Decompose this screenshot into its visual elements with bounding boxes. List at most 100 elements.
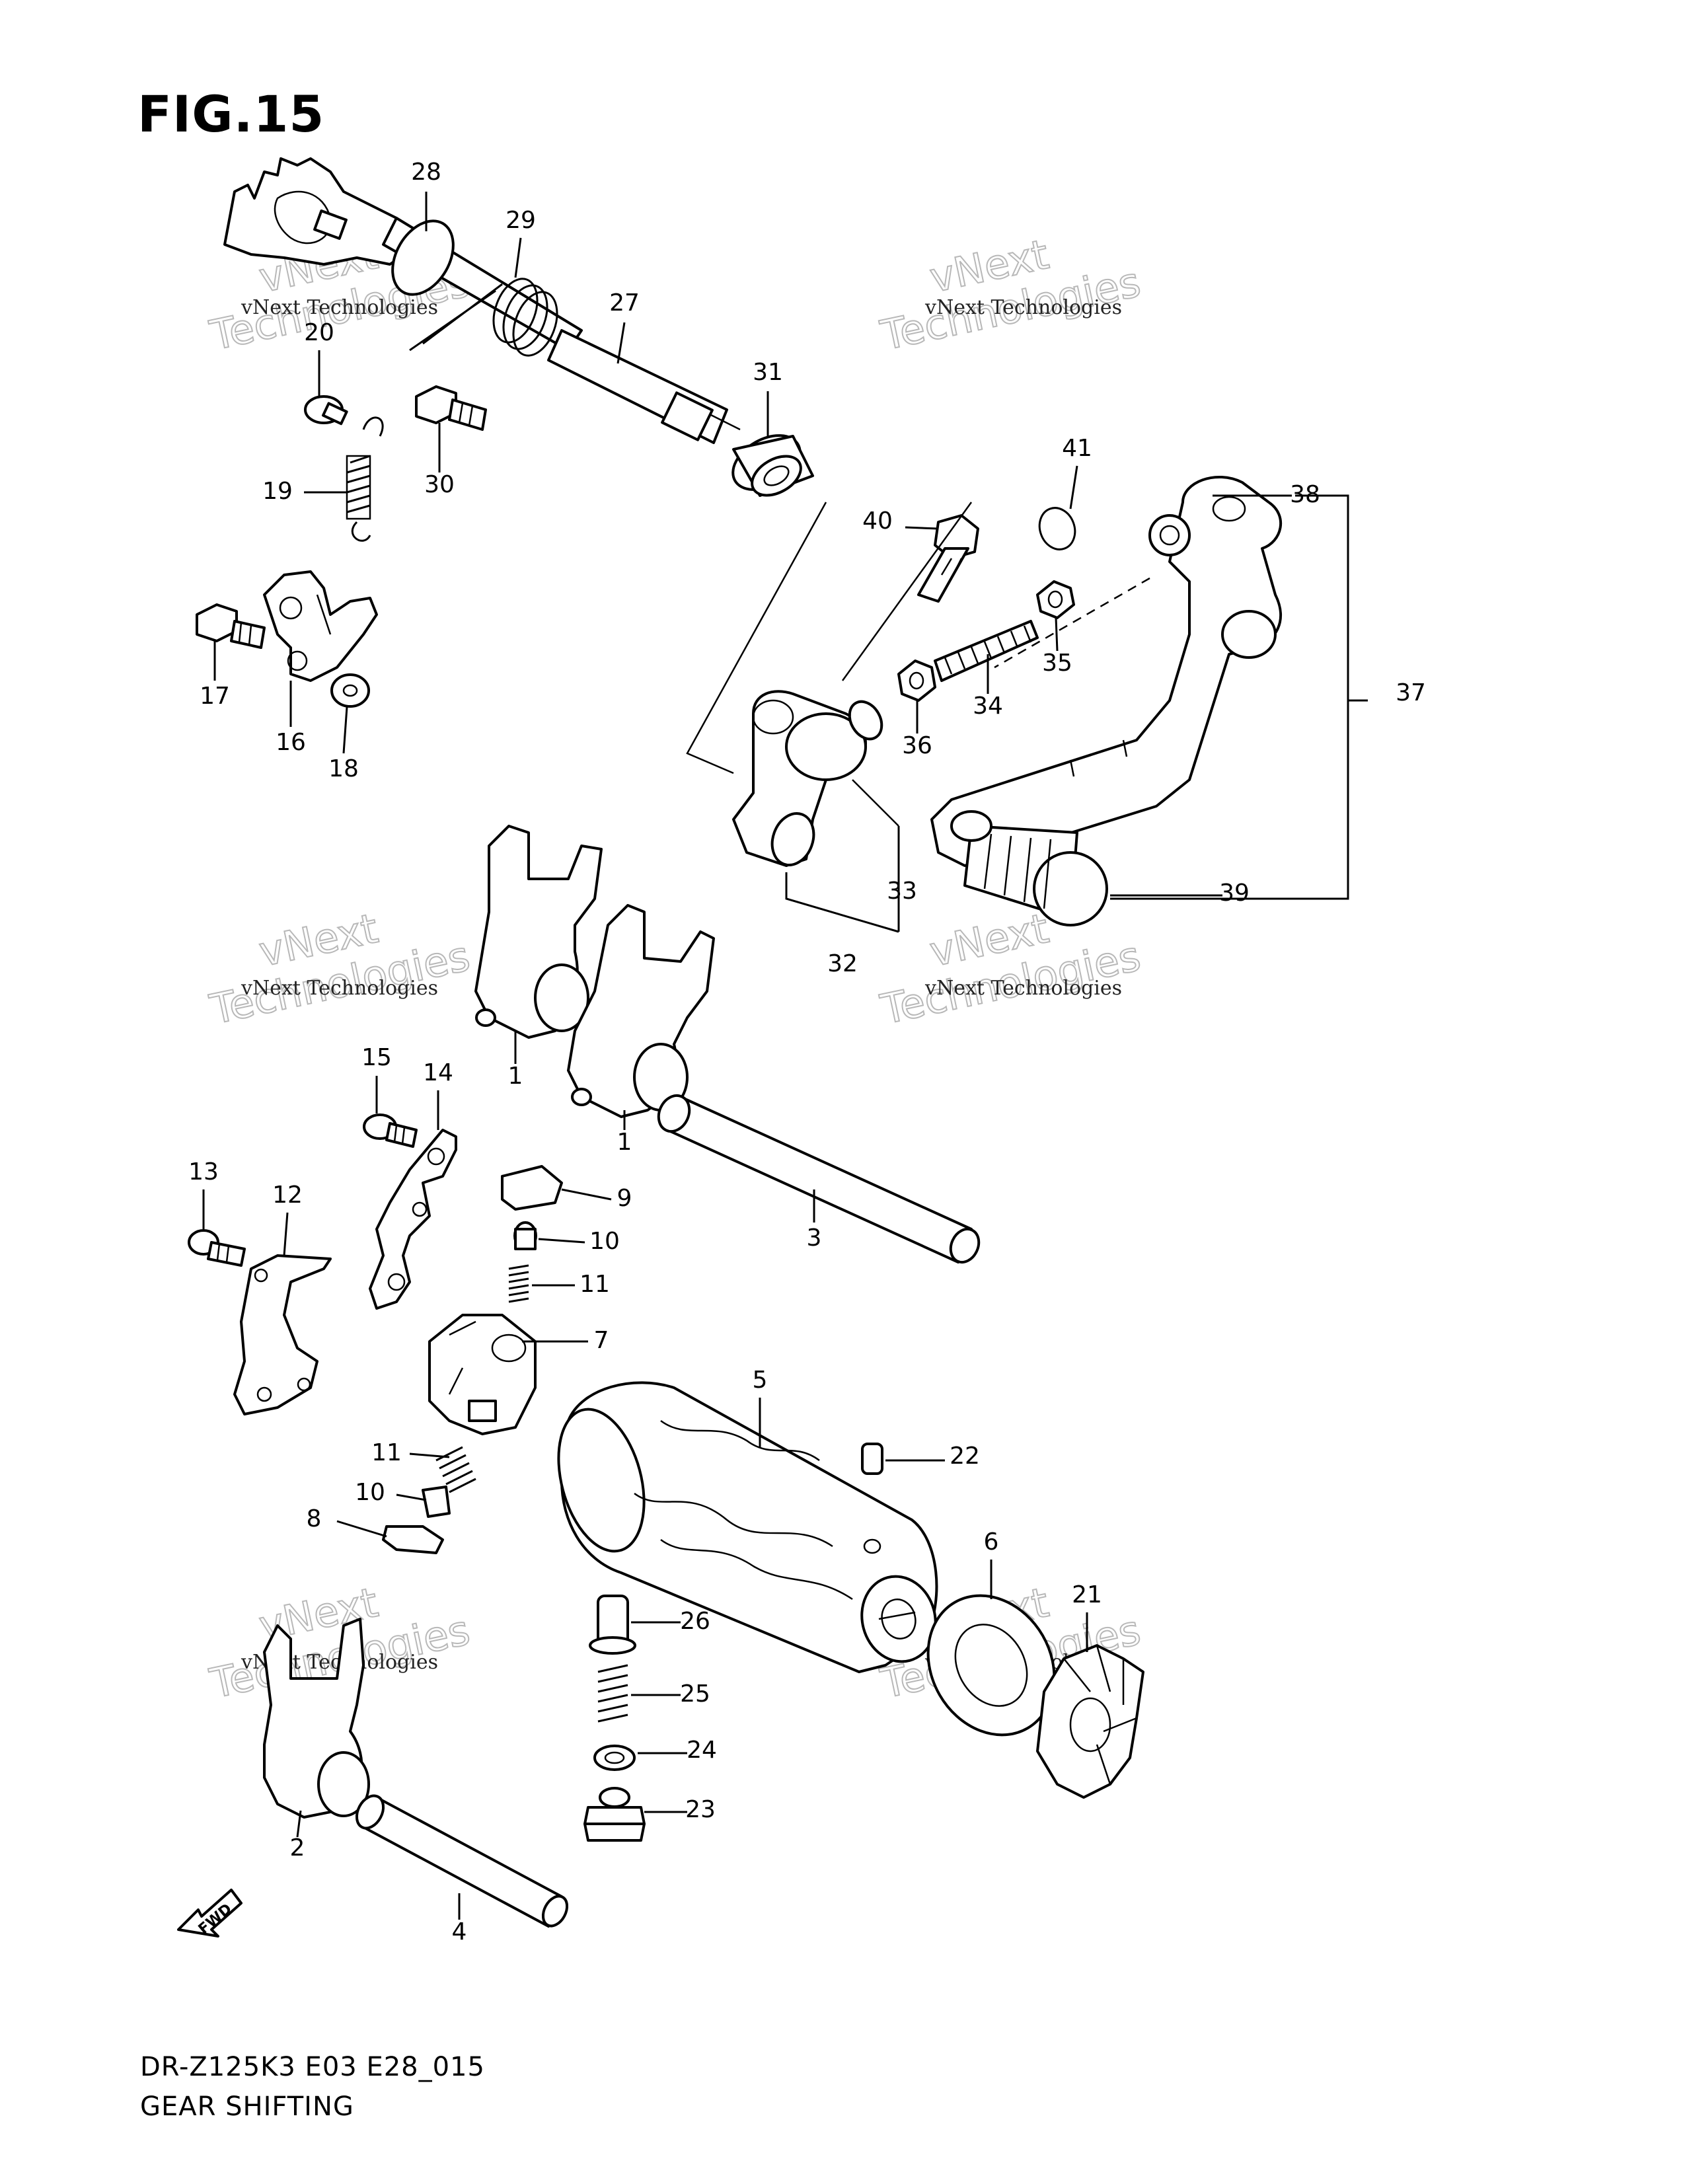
return-spring	[409, 278, 558, 357]
spring-11a	[508, 1264, 529, 1303]
watermark-mid-left: Technologies vNext	[205, 903, 474, 1034]
callout-2: 2	[290, 1834, 305, 1862]
callout-10b: 10	[355, 1479, 385, 1506]
gearshift-cam-5	[557, 1381, 938, 1673]
callout-12: 12	[272, 1182, 303, 1209]
leader-41	[1069, 465, 1078, 509]
spring-25	[597, 1664, 628, 1723]
cam-driven-gear-21	[1036, 1644, 1144, 1799]
bolt-40	[917, 514, 979, 603]
callout-11a: 11	[580, 1271, 610, 1298]
nut-35	[1036, 580, 1075, 619]
callout-14: 14	[423, 1059, 453, 1086]
tie-rod-34	[934, 620, 1039, 682]
leader-10b	[396, 1493, 427, 1501]
watermark-text-tl: vNext Technologies	[241, 296, 438, 319]
callout-13: 13	[188, 1158, 219, 1186]
washer-18	[330, 673, 370, 708]
bolt-20	[304, 395, 348, 426]
plate-14	[369, 1129, 457, 1310]
watermark-mid-mid: Technologies vNext	[876, 903, 1145, 1034]
callout-15: 15	[361, 1044, 392, 1071]
watermark-text-tm: vNext Technologies	[924, 296, 1122, 319]
pawl-8	[382, 1525, 444, 1554]
callout-4: 4	[452, 1918, 467, 1945]
leader-lines	[202, 192, 1292, 1920]
pawl-lifter-7	[428, 1314, 537, 1435]
nut-36	[897, 659, 936, 702]
callout-23: 23	[685, 1796, 716, 1823]
callout-29: 29	[506, 207, 536, 234]
bracket-32	[785, 826, 900, 933]
leader-2	[296, 1810, 302, 1838]
spring-11b	[435, 1446, 476, 1493]
callout-1b: 1	[617, 1129, 632, 1156]
fork-shaft-4	[355, 1794, 569, 1928]
callout-33: 33	[887, 878, 917, 905]
callout-36: 36	[902, 732, 932, 759]
pin-26	[589, 1595, 636, 1655]
bolt-17	[196, 603, 266, 649]
leader-29	[514, 237, 522, 278]
callout-5: 5	[753, 1367, 768, 1394]
washer-6	[926, 1594, 1056, 1737]
callout-8: 8	[307, 1505, 322, 1532]
callout-22: 22	[950, 1443, 980, 1470]
callout-31: 31	[753, 359, 783, 386]
gearshift-shaft-assembly	[223, 157, 814, 497]
callout-25: 25	[680, 1680, 710, 1708]
callout-27: 27	[609, 289, 640, 317]
callout-10a: 10	[589, 1228, 620, 1255]
callout-26: 26	[680, 1608, 710, 1635]
callout-16: 16	[276, 729, 306, 756]
leader-35	[1055, 617, 1059, 652]
callout-40: 40	[862, 508, 893, 535]
leader-12	[283, 1212, 289, 1256]
bracket-37	[1110, 494, 1349, 900]
callout-18: 18	[328, 755, 359, 782]
callout-20: 20	[304, 319, 334, 346]
callout-34: 34	[973, 693, 1003, 720]
callout-24: 24	[687, 1737, 717, 1764]
callout-39: 39	[1219, 880, 1250, 907]
callout-32: 32	[827, 950, 858, 977]
plate-12	[233, 1254, 332, 1415]
bolt-13	[188, 1229, 246, 1267]
shift-fork-1b	[567, 904, 715, 1118]
figure-title: FIG.15	[137, 85, 325, 143]
gasket-24	[593, 1745, 636, 1771]
callout-6: 6	[984, 1528, 999, 1556]
watermark-top-mid: Technologies vNext	[876, 229, 1145, 360]
circlip-41	[1038, 507, 1076, 550]
pin-22	[861, 1443, 883, 1475]
callout-7: 7	[594, 1327, 609, 1354]
footer-section-name: GEAR SHIFTING	[140, 2091, 354, 2122]
fwd-arrow: FWD	[177, 1889, 243, 1938]
spring-19	[346, 416, 384, 542]
callout-17: 17	[200, 683, 230, 710]
watermark-text-mm: vNext Technologies	[924, 977, 1122, 1000]
callout-19: 19	[262, 478, 293, 505]
shift-fork-1a	[474, 825, 603, 1039]
gearshift-lever-37	[930, 476, 1283, 926]
leader-27	[617, 322, 626, 364]
callout-9: 9	[617, 1185, 632, 1212]
callout-21: 21	[1072, 1581, 1102, 1608]
callout-1a: 1	[508, 1063, 523, 1090]
pin-10a	[513, 1221, 537, 1250]
callout-30: 30	[424, 471, 455, 498]
leader-11b	[409, 1452, 450, 1458]
shift-fork-2	[263, 1618, 370, 1819]
gearshift-arm-32	[732, 690, 883, 867]
leader-40	[905, 526, 939, 530]
plug-23	[583, 1787, 646, 1842]
leader-10a	[538, 1238, 585, 1244]
callout-37: 37	[1396, 679, 1426, 706]
pin-10b	[422, 1486, 451, 1518]
callout-41: 41	[1062, 435, 1092, 462]
callout-28: 28	[411, 159, 441, 186]
leader-8	[336, 1520, 387, 1538]
pawl-9	[501, 1165, 563, 1211]
